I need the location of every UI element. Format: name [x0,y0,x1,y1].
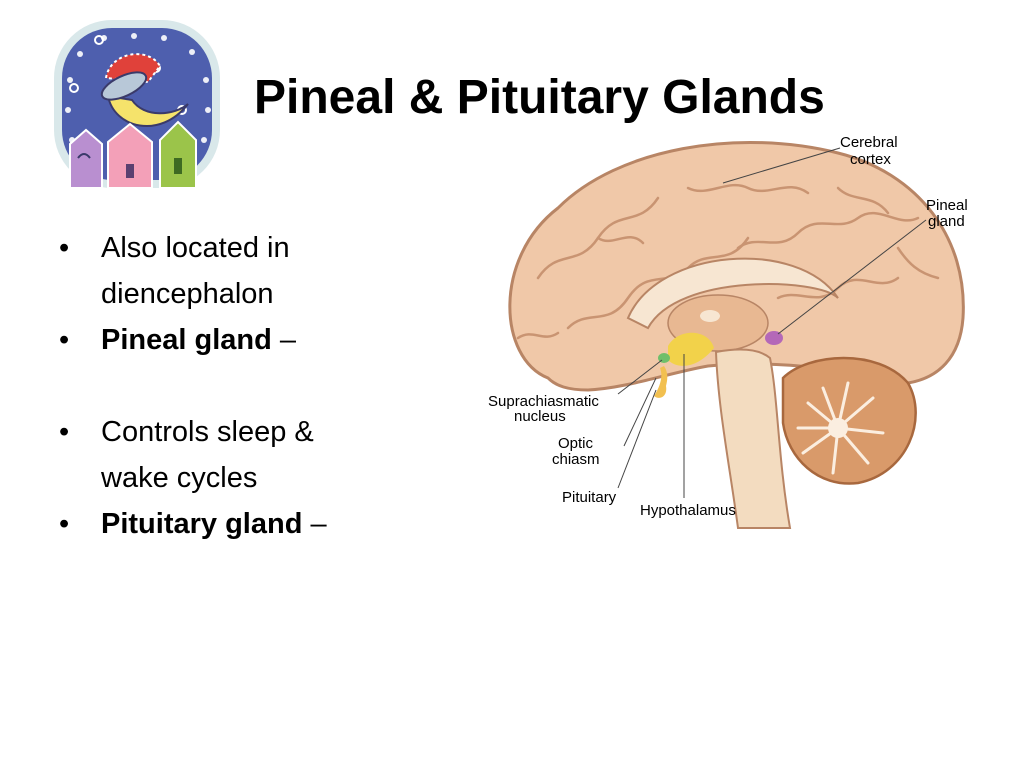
bullet-dash: – [271,324,297,356]
bullet-line: diencephalon [101,278,274,310]
bullet-line: Controls sleep & [101,416,314,448]
label-pineal-gland-line2: gland [928,213,965,230]
bullet-glyph: • [59,508,70,540]
slide-title: Pineal & Pituitary Glands [254,71,825,124]
bullet-list: • Also located in diencephalon • Pineal … [55,225,475,547]
bullet-glyph: • [59,416,70,448]
label-hypothalamus: Hypothalamus [640,502,736,519]
brainstem-shape [714,348,792,529]
bullet-bold-term: Pineal gland [101,324,272,356]
bullet-item: • Controls sleep & wake cycles [55,409,475,501]
bullet-glyph: • [59,232,70,264]
bullet-dash: – [302,508,327,540]
hypothalamus-shape [668,332,714,366]
label-cerebral-cortex-line1: Cerebral [840,134,898,151]
bullet-item: • Pituitary gland – [55,501,475,547]
label-optic-chiasm-line1: Optic [558,435,594,452]
label-suprachiasmatic-line2: nucleus [514,408,566,425]
label-pineal-gland-line1: Pineal [926,197,968,214]
pineal-gland-shape [765,331,783,345]
bullet-item: • Also located in diencephalon [55,225,475,317]
bullet-line: wake cycles [101,462,258,494]
pituitary-shape [654,366,668,398]
bullet-bold-term: Pituitary gland [101,508,303,540]
label-cerebral-cortex-line2: cortex [850,151,891,168]
bullet-glyph: • [59,324,70,356]
label-pituitary: Pituitary [562,489,617,506]
moon-houses-logo-icon [54,20,220,189]
bullet-item: • Pineal gland – [55,317,475,363]
cerebellum-shape [781,356,917,485]
brain-diagram: Cerebral cortex Pineal gland Suprachiasm… [488,134,968,529]
bullet-spacer [55,363,475,409]
label-suprachiasmatic-line1: Suprachiasmatic [488,393,599,410]
label-optic-chiasm-line2: chiasm [552,451,600,468]
bullet-line: Also located in [101,232,290,264]
brain-illustration [508,140,965,529]
